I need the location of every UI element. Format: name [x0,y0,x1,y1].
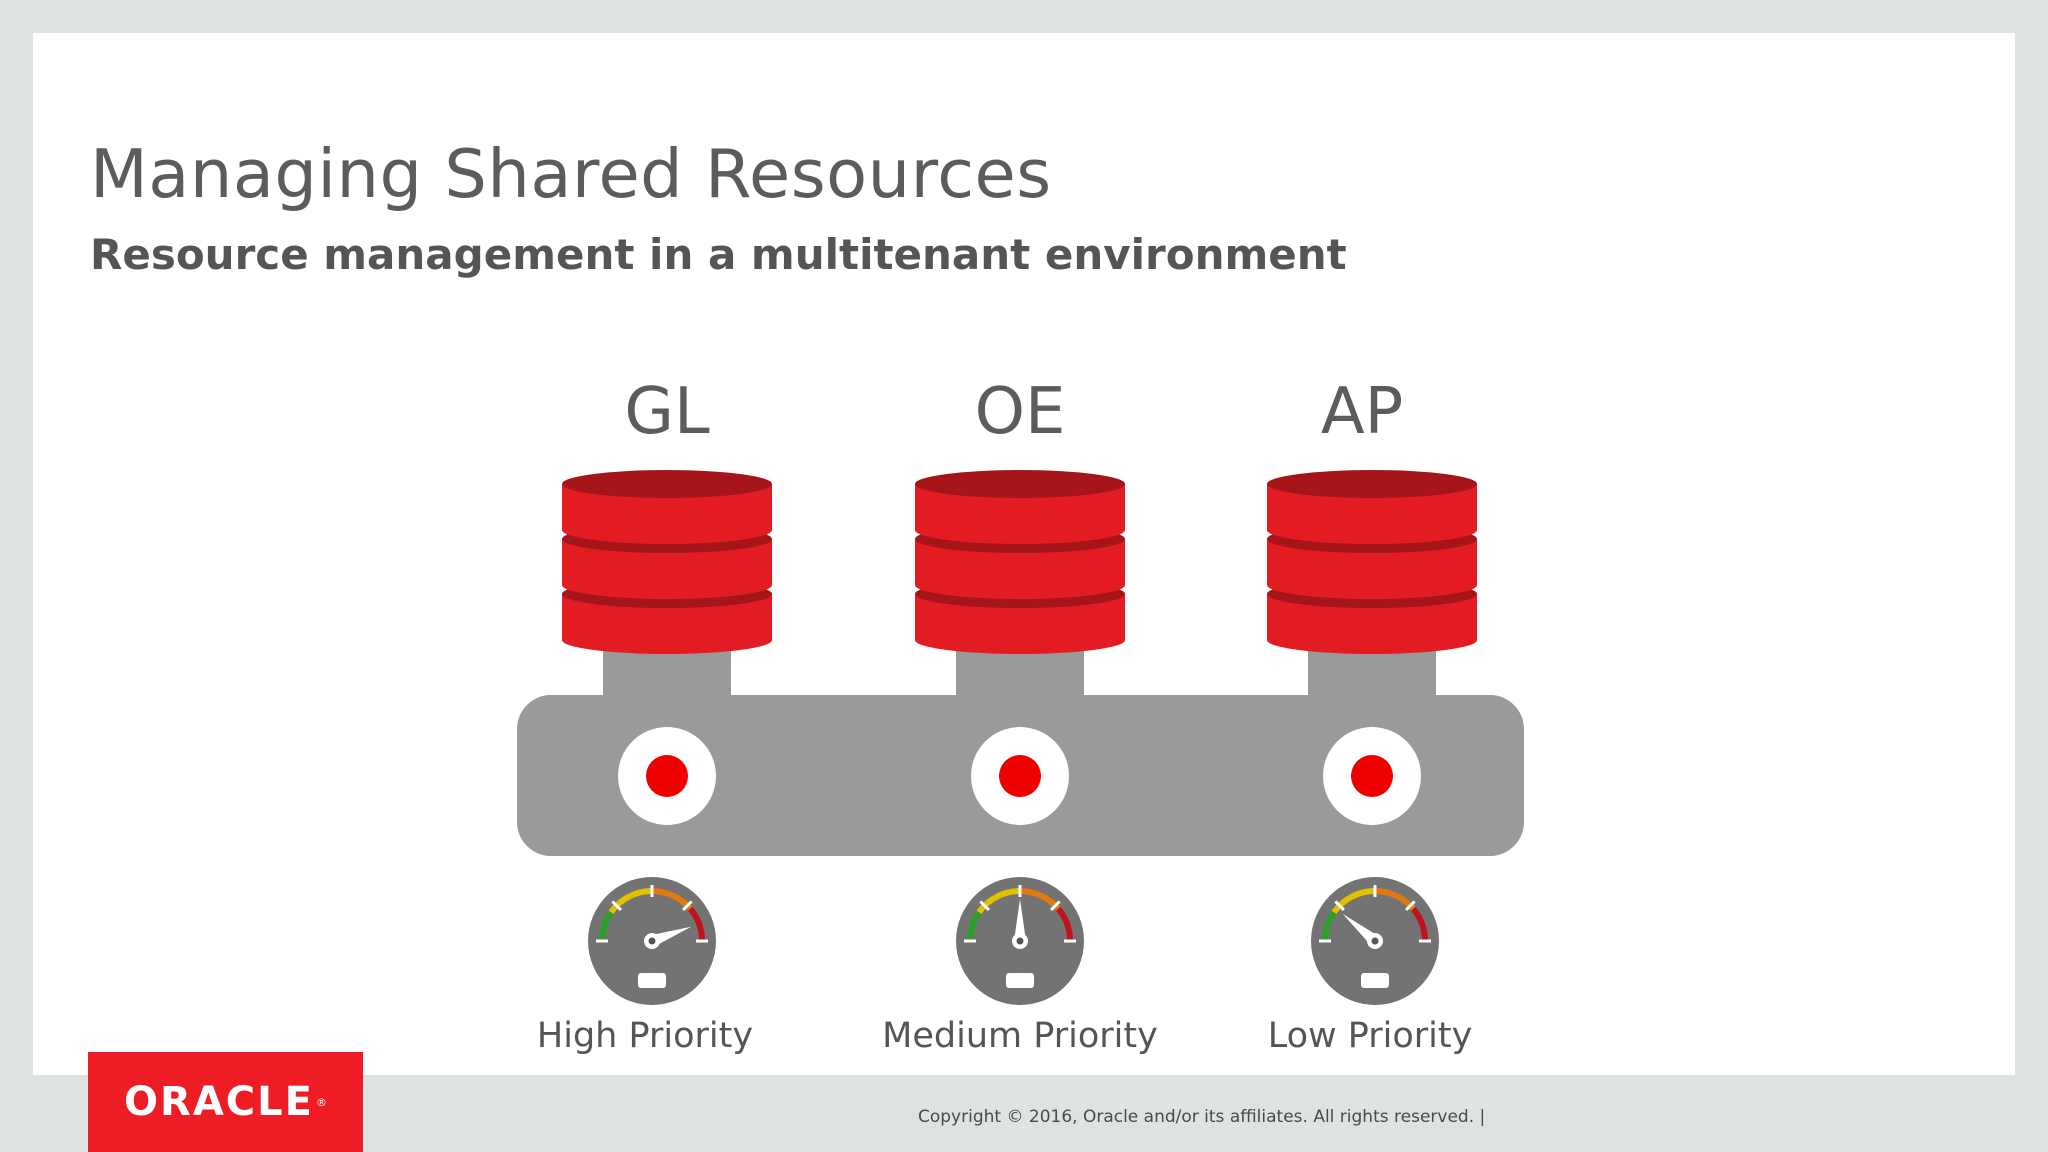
gauge-needle [649,926,692,947]
gauge-tick [1405,900,1416,911]
slide-title: Managing Shared Resources [90,135,1052,213]
gauge-arc [1322,910,1337,942]
gauge-tick [611,900,622,911]
db-stem [1308,650,1436,710]
gauge-arc [967,910,982,942]
connector-dot [646,755,688,797]
gauge-hub-center [1371,937,1379,945]
db-label-ap: AP [1321,375,1403,449]
priority-label-low: Low Priority [1268,1016,1473,1056]
gauge-readout [1361,973,1389,988]
connector-dot [999,755,1041,797]
priority-label-high: High Priority [537,1016,753,1056]
gauge-arc [1410,906,1428,942]
oracle-logo: ORACLE® [88,1052,363,1152]
gauge-arc [599,910,614,942]
priority-gauge-low [1311,877,1439,1005]
priority-label-medium: Medium Priority [882,1016,1158,1056]
gauge-readout [1006,973,1034,988]
gauge-arc [1055,906,1073,942]
db-stem [956,650,1084,710]
database-gl [562,470,772,825]
copyright-notice: Copyright © 2016, Oracle and/or its affi… [918,1107,1486,1127]
priority-gauge-high [588,877,716,1005]
db-label-oe: OE [975,375,1066,449]
gauge-arc [608,888,653,915]
db-disc-top [562,470,772,498]
gauge-hub-center [648,937,656,945]
oracle-logo-text: ORACLE [124,1079,314,1125]
database-ap [1267,470,1477,825]
connector-dot [1351,755,1393,797]
gauge-needle [1014,899,1026,941]
db-disc-top [915,470,1125,498]
gauge-arc [1331,888,1376,915]
gauge-readout [638,973,666,988]
db-label-gl: GL [624,375,710,449]
slide-subtitle: Resource management in a multitenant env… [90,230,1347,279]
gauge-tick [682,900,693,911]
priority-gauge-medium [956,877,1084,1005]
gauge-tick [1050,900,1061,911]
gauge-arc [687,906,705,942]
gauge-tick [979,900,990,911]
db-stem [603,650,731,710]
db-disc-top [1267,470,1477,498]
database-oe [915,470,1125,825]
gauge-arc [976,888,1021,915]
gauge-tick [1334,900,1345,911]
gauge-hub-center [1016,937,1024,945]
